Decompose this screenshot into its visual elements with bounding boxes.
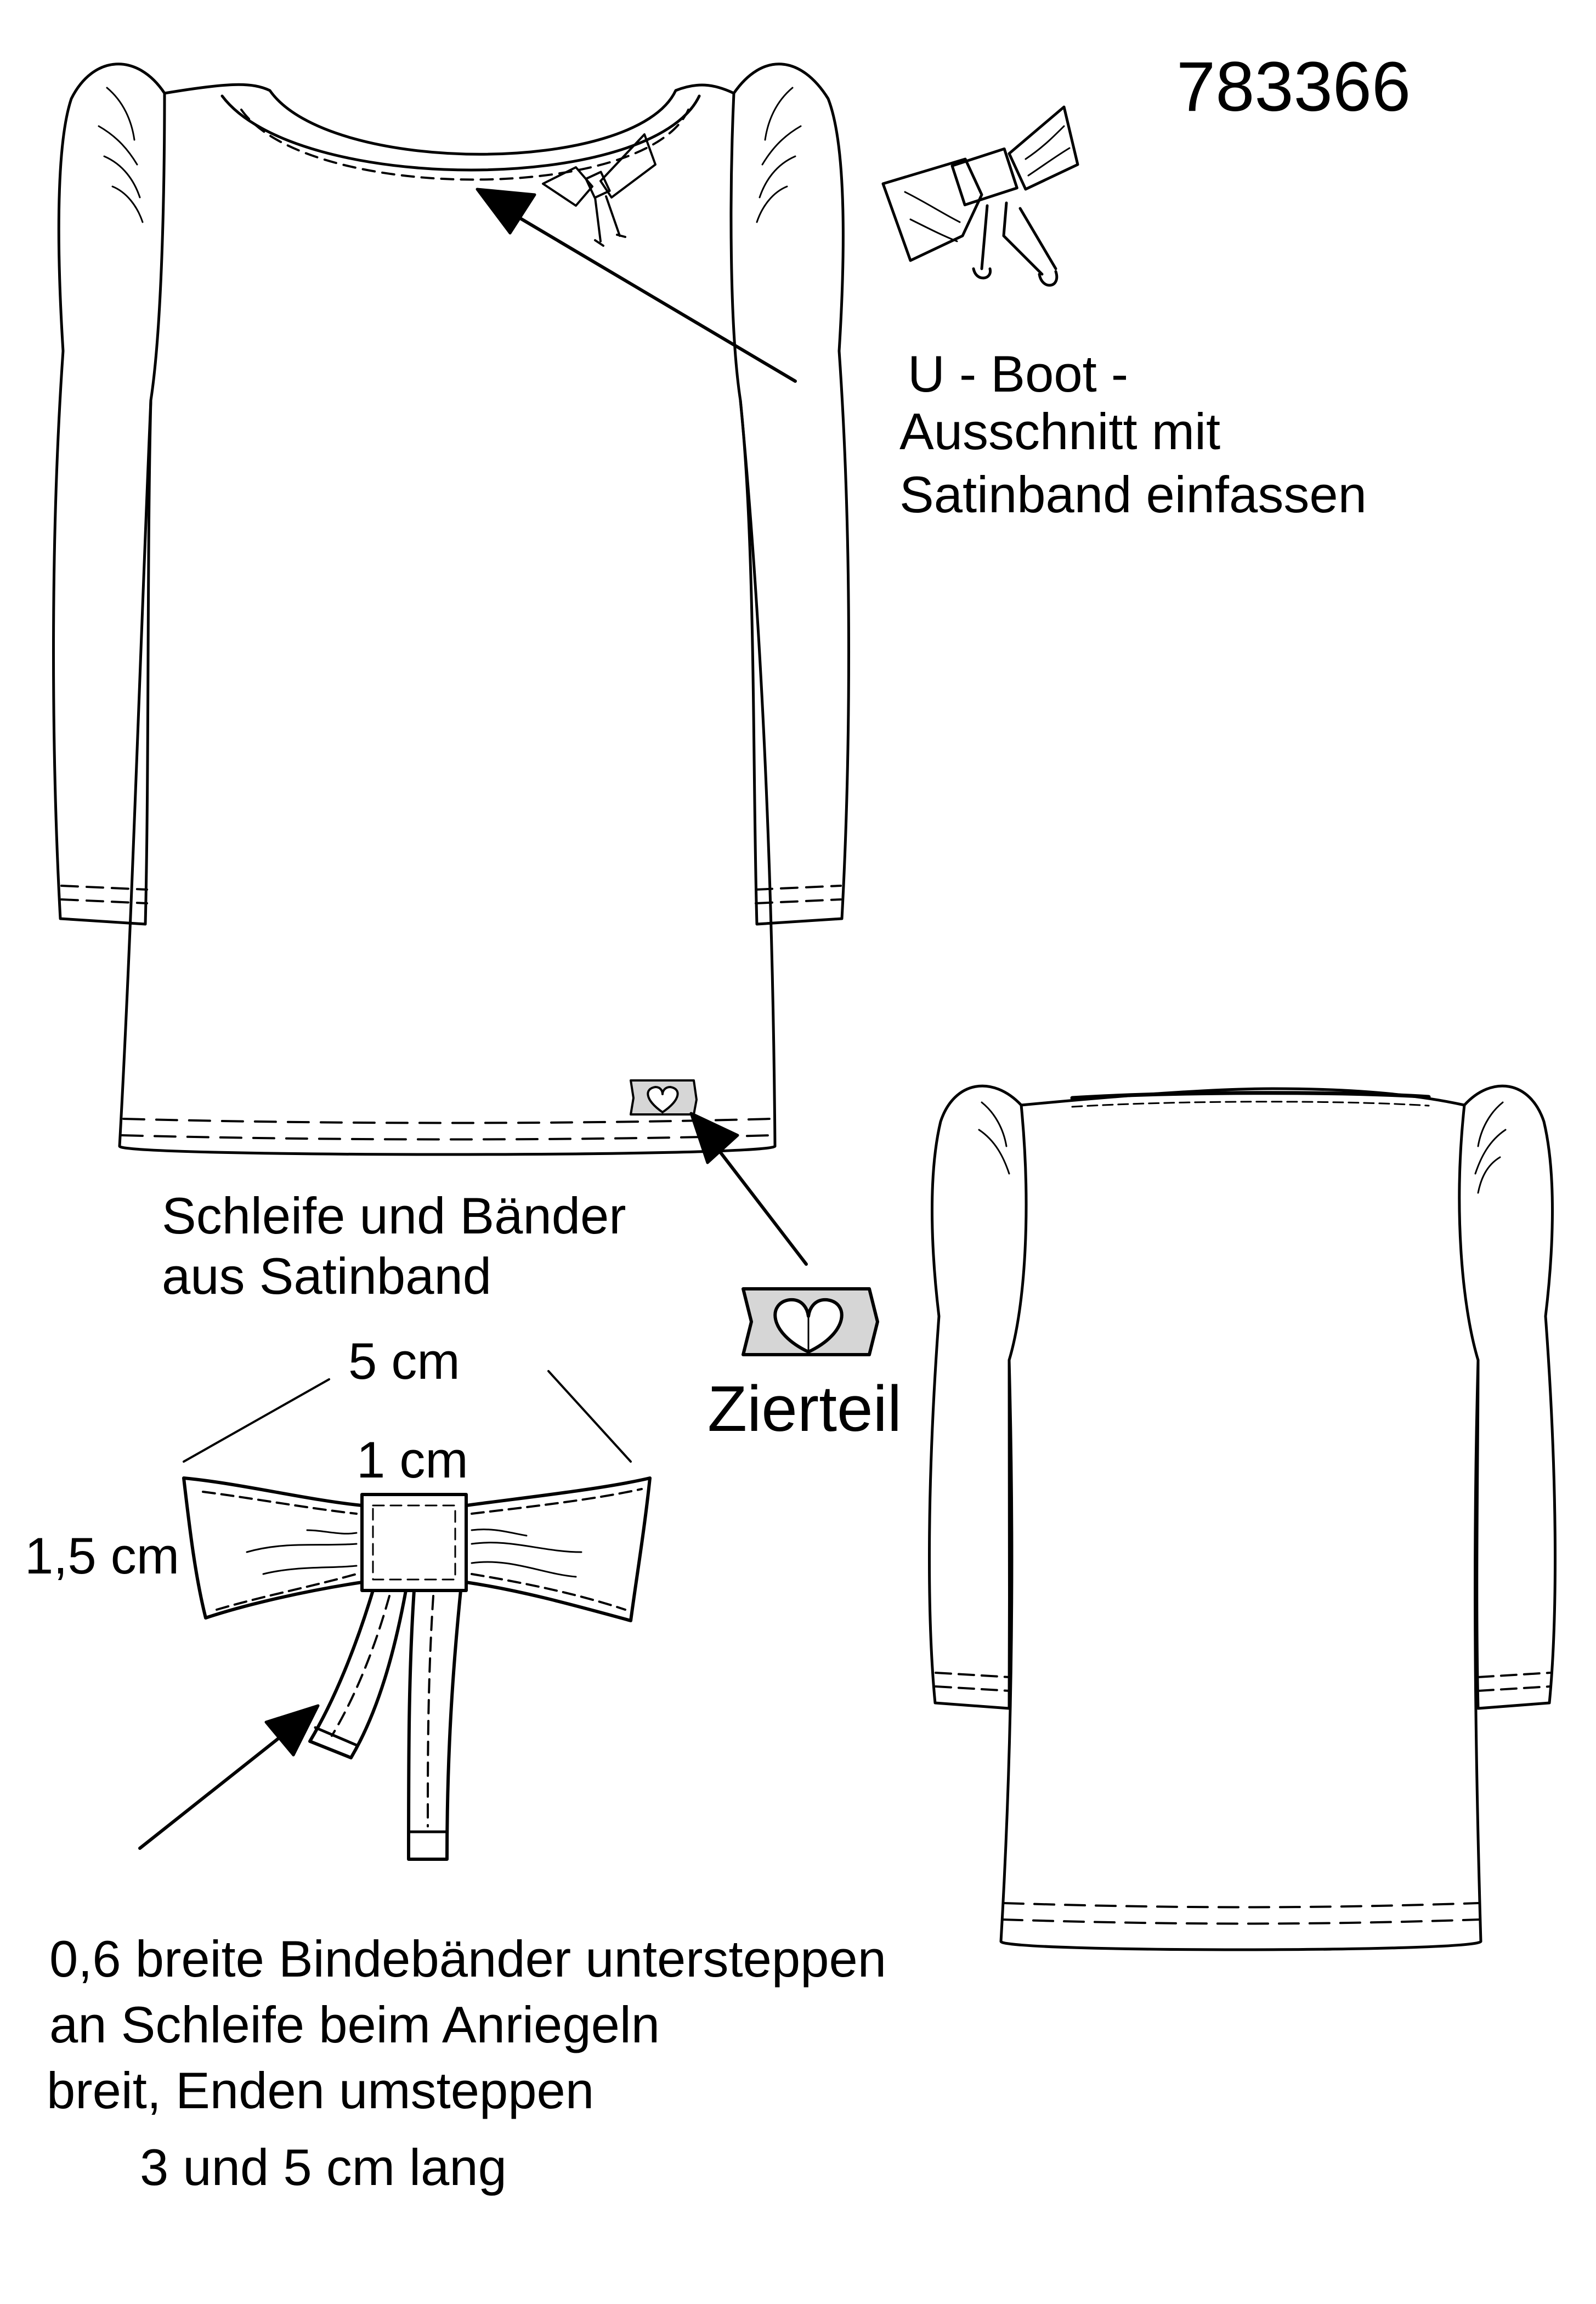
left-sleeve-gathers <box>98 87 144 223</box>
front-neckline-binding <box>220 94 701 172</box>
front-left-sleeve <box>52 63 166 926</box>
dim-line-5cm-left <box>183 1378 330 1463</box>
bow-knot <box>360 1493 468 1592</box>
hem-heart-ornament <box>630 1079 698 1116</box>
bow-height-label: 1,5 cm <box>25 1527 180 1584</box>
front-right-sleeve <box>732 63 850 926</box>
neckline-arrow <box>476 188 797 383</box>
bow-left-wing <box>182 1476 364 1620</box>
front-neckline <box>163 83 735 156</box>
left-sleeve-cuff <box>60 885 148 904</box>
zierteil-label: Zierteil <box>708 1373 902 1445</box>
front-hem-stitch-2 <box>121 1134 773 1141</box>
back-garment <box>928 1084 1557 1951</box>
neckline-note-line-3: Satinband einfassen <box>899 466 1367 523</box>
neckline-note-line-2: Ausschnitt mit <box>899 403 1221 460</box>
front-hem-stitch-1 <box>122 1118 772 1124</box>
right-sleeve-cuff <box>755 885 842 904</box>
neckline-bow <box>542 133 656 247</box>
bow-tie-short <box>308 1589 408 1759</box>
ties-note-line-4: 3 und 5 cm lang <box>140 2138 507 2196</box>
ties-note-line-2: an Schleife beim Anriegeln <box>49 1996 660 2053</box>
front-neckline-stitch <box>240 109 689 181</box>
neckline-note-line-1: U - Boot - <box>908 345 1129 403</box>
front-garment <box>52 63 850 1156</box>
ties-note-line-1: 0,6 breite Bindebänder untersteppen <box>49 1930 887 1988</box>
model-number: 783366 <box>1176 48 1411 126</box>
right-sleeve-gathers <box>756 87 802 223</box>
front-body-outline <box>118 92 777 1156</box>
dim-line-5cm-right <box>547 1370 632 1463</box>
back-left-gathers <box>978 1101 1010 1175</box>
back-right-sleeve <box>1463 1084 1557 1710</box>
back-right-cuff <box>1477 1672 1551 1692</box>
ties-arrow <box>138 1704 320 1850</box>
back-neckline-binding <box>1070 1091 1431 1100</box>
back-hem-stitch-2 <box>1001 1918 1480 1925</box>
bow-material-note-line-1: Schleife und Bänder <box>162 1187 626 1244</box>
bow-material-note-line-2: aus Satinband <box>162 1247 492 1305</box>
bow-detail-small <box>881 105 1079 287</box>
back-left-sleeve <box>928 1084 1023 1710</box>
back-left-cuff <box>935 1672 1010 1692</box>
bow-right-wing <box>465 1476 652 1622</box>
zierteil-ornament <box>742 1287 879 1356</box>
bow-detail-large <box>182 1476 652 1861</box>
ties-note-line-3: breit, Enden umsteppen <box>47 2062 595 2119</box>
bow-width-label: 5 cm <box>348 1332 460 1390</box>
back-right-gathers <box>1474 1101 1507 1194</box>
back-hem-stitch-1 <box>1003 1902 1479 1909</box>
back-body-outline <box>999 1103 1482 1951</box>
ornament-arrow <box>689 1112 808 1266</box>
knot-width-label: 1 cm <box>356 1431 468 1488</box>
back-neckline-stitch <box>1071 1101 1430 1108</box>
bow-tie-long <box>407 1589 462 1861</box>
